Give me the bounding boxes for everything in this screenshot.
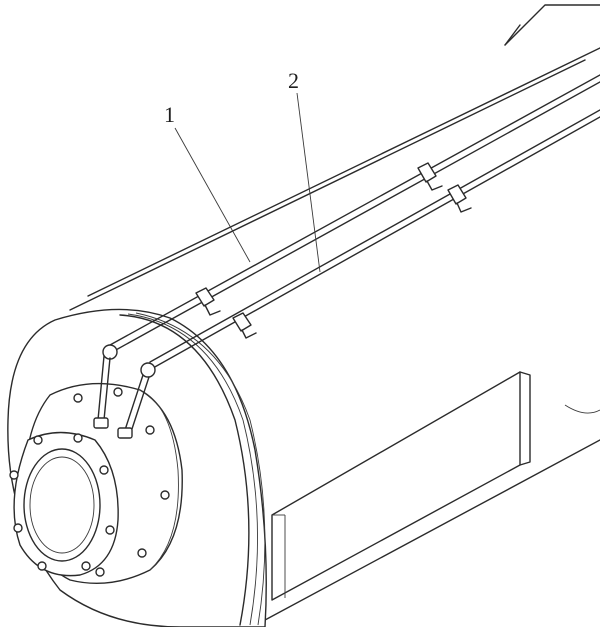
pipe-2-lower-edge bbox=[152, 116, 600, 369]
fitting-2 bbox=[117, 427, 133, 439]
elbow-2 bbox=[140, 362, 156, 378]
side-panel bbox=[271, 371, 531, 601]
pipe-clamps bbox=[195, 162, 472, 339]
pipe-1-lower-edge bbox=[113, 81, 600, 352]
pipe-1-upper-edge bbox=[109, 74, 600, 346]
leader-line-2 bbox=[296, 92, 321, 273]
elbow-1 bbox=[102, 344, 118, 360]
pipe-2-upper-edge bbox=[149, 109, 600, 363]
fitting-1 bbox=[93, 417, 109, 429]
callouts: 1 2 bbox=[164, 68, 321, 273]
pipe-assembly bbox=[93, 74, 600, 439]
label-2: 2 bbox=[288, 68, 299, 93]
cylinder-body bbox=[69, 4, 600, 621]
leader-line-1 bbox=[174, 127, 251, 263]
clamp-front-lower bbox=[232, 312, 257, 339]
end-cap bbox=[9, 431, 119, 577]
label-1: 1 bbox=[164, 102, 175, 127]
clamp-front-upper bbox=[195, 287, 221, 316]
clamp-rear-upper bbox=[417, 162, 443, 191]
clamp-rear-lower bbox=[447, 184, 472, 213]
